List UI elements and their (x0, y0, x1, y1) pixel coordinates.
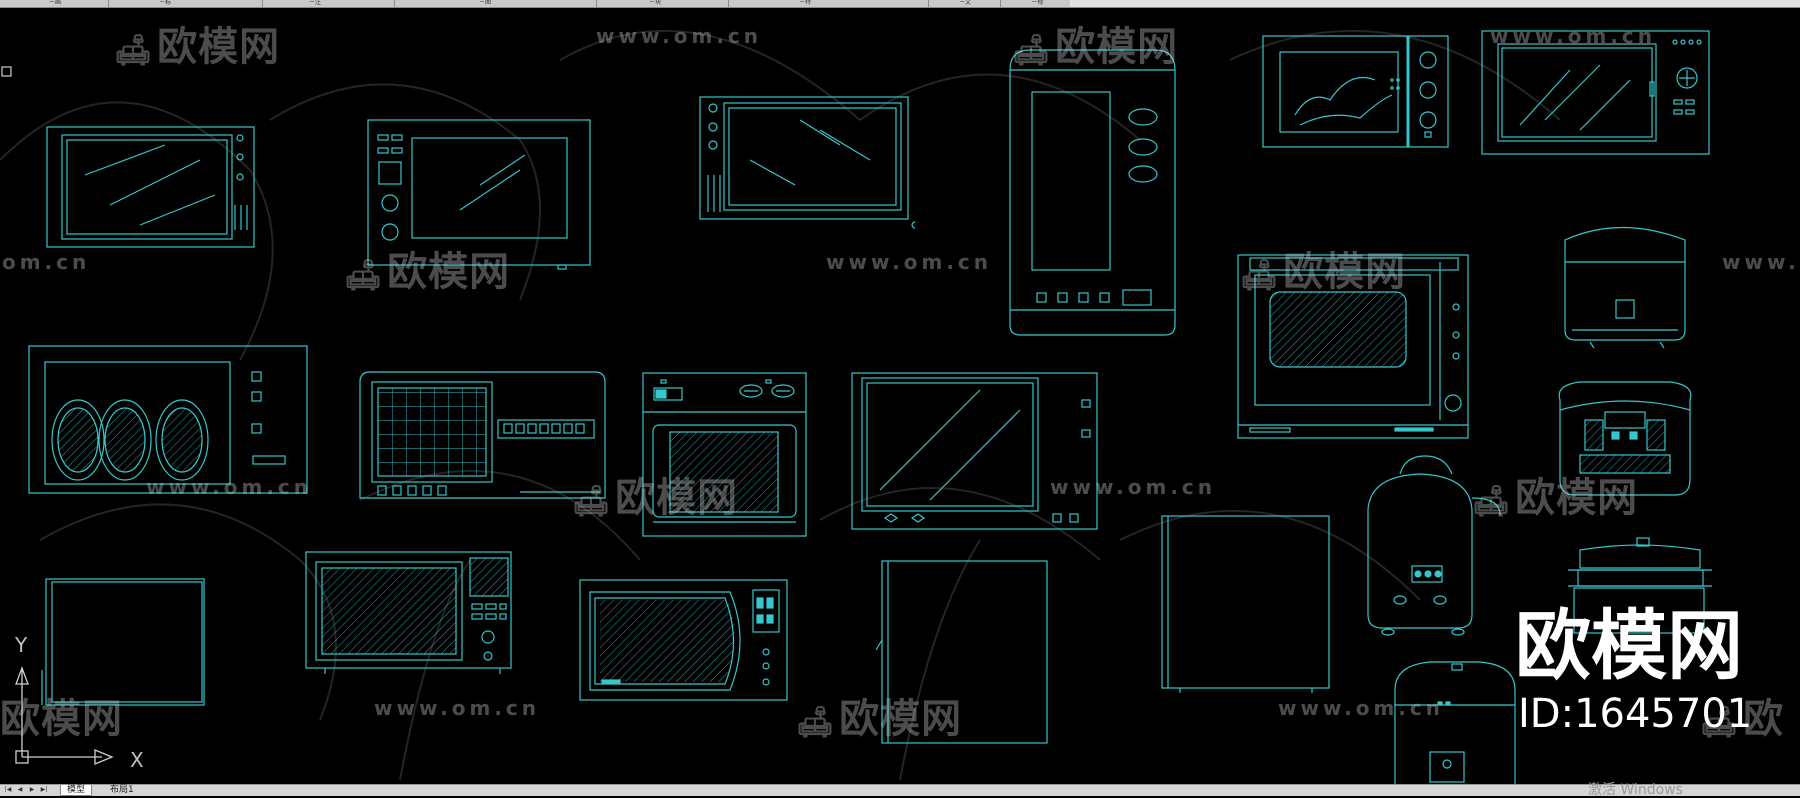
cad-drawing (0, 29, 1712, 784)
block-3 (1161, 515, 1330, 693)
ribbon-sep (1000, 0, 1001, 7)
grill-oven (359, 371, 606, 499)
rice-cooker-3 (1367, 455, 1501, 636)
tab-layout1[interactable]: 布局1 (110, 785, 134, 795)
microwave-5 (1262, 35, 1449, 148)
nav-first-button[interactable]: |◀ (4, 786, 12, 793)
ribbon-tab-2[interactable]: ㄧ标 (158, 0, 171, 6)
electric-pot (1394, 661, 1516, 784)
layout-tab-bar: |◀ ◀ ▶ ▶| 模型 布局1 (0, 784, 1800, 796)
ribbon-sep (108, 0, 109, 7)
ribbon-sep (262, 0, 263, 7)
microwave-6 (1481, 30, 1710, 155)
ribbon-tab-4[interactable]: ㄧ图 (478, 0, 491, 6)
tab-model[interactable]: 模型 (60, 785, 93, 796)
mini-oven (642, 372, 807, 537)
nav-next-button[interactable]: ▶ (29, 786, 35, 793)
ucs-y-label: Y (15, 633, 28, 657)
appliance-tall (1009, 49, 1176, 336)
rice-cooker-1 (1564, 226, 1686, 349)
microwave-17 (305, 551, 512, 674)
microwave-18 (579, 579, 788, 701)
ribbon-tab-3[interactable]: ㄧ注 (308, 0, 321, 6)
ribbon-strip: ㄧ画 ㄧ标 ㄧ注 ㄧ图 ㄧ块 ㄧ特 ㄧ文 ㄧ修 (0, 0, 1800, 8)
microwave-10 (851, 372, 1098, 530)
steamer (1568, 537, 1712, 634)
ribbon-sep (928, 0, 929, 7)
model-id: ID:1645701 (1518, 691, 1753, 737)
oven-window (1237, 254, 1469, 439)
ribbon-sep (394, 0, 395, 7)
microwave-1 (46, 126, 255, 248)
nav-prev-button[interactable]: ◀ (17, 786, 23, 793)
ribbon-sep (596, 0, 597, 7)
ribbon-sep (728, 0, 729, 7)
watermark-arcs (0, 29, 1561, 781)
ucs-icon (15, 666, 114, 765)
viewport-marker (1, 66, 12, 77)
ribbon-strip-light (1070, 0, 1800, 7)
drawing-canvas[interactable] (0, 8, 1800, 784)
block-2 (875, 560, 1048, 744)
ribbon-tab-1[interactable]: ㄧ画 (48, 0, 61, 6)
ribbon-tab-6[interactable]: ㄧ特 (798, 0, 811, 6)
block-1 (41, 578, 205, 706)
ucs-x-label: X (130, 748, 144, 772)
activate-windows-text: 激活 Windows (1588, 782, 1683, 798)
brand-logo-text: 欧模网 (1515, 601, 1743, 690)
nav-last-button[interactable]: ▶| (40, 786, 48, 793)
microwave-3 (699, 96, 916, 229)
ribbon-tab-5[interactable]: ㄧ块 (648, 0, 661, 6)
ribbon-tab-7[interactable]: ㄧ文 (958, 0, 971, 6)
microwave-2 (367, 119, 591, 270)
toaster-oven-ovals (28, 345, 308, 494)
rice-cooker-2 (1558, 381, 1692, 496)
ribbon-tab-8[interactable]: ㄧ修 (1031, 0, 1044, 6)
